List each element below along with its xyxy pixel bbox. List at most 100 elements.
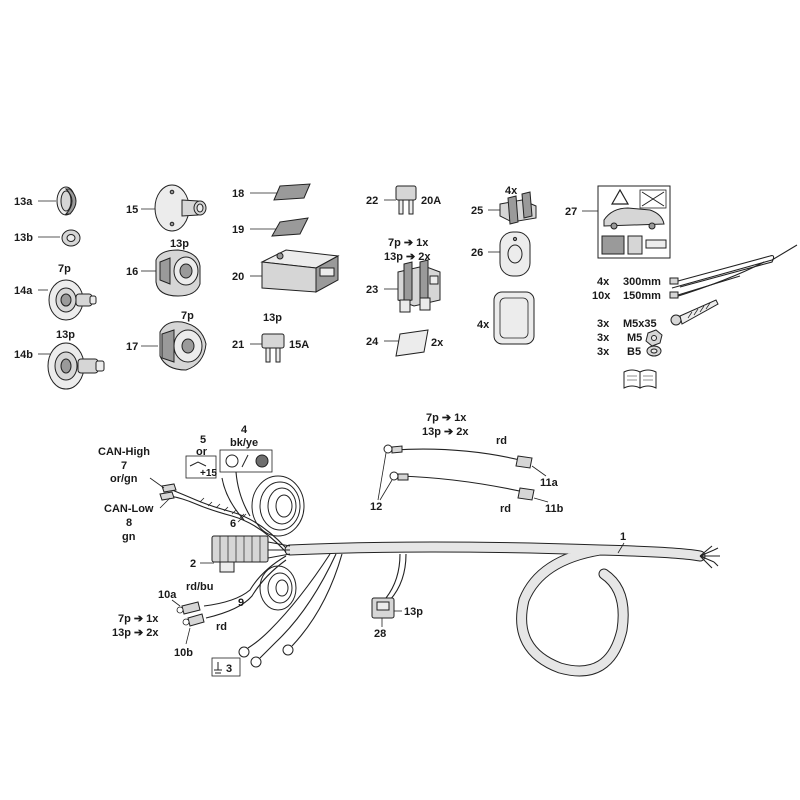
part-24-qty: 2x	[431, 337, 444, 349]
part-17: 7p 17	[126, 310, 207, 371]
part-25-label: 25	[471, 205, 483, 217]
wire-4-label: 4	[241, 424, 248, 436]
foam-pad-qty: 4x	[477, 319, 490, 331]
part-23-label: 23	[366, 284, 378, 296]
part-13b-label: 13b	[14, 232, 33, 244]
cable-pair-11: 7p ➔ 1x 13p ➔ 2x rd rd 11a 11b 12	[370, 412, 564, 515]
hw-row2-spec: 150mm	[623, 290, 661, 302]
twisted-pair-6: 6	[159, 475, 305, 553]
manual-book-icon	[623, 369, 657, 389]
wire-7-color: or/gn	[110, 473, 138, 485]
wire-5-color: or	[196, 446, 208, 458]
part-27-label: 27	[565, 206, 577, 218]
hw-row5-qty: 3x	[597, 346, 610, 358]
terminal-11a-label: 11a	[540, 477, 559, 489]
nut-m5-icon	[645, 329, 663, 347]
hw-row5-spec: B5	[627, 346, 641, 358]
connector-block-2: 2	[190, 535, 291, 573]
ignition-plus-box	[185, 455, 217, 479]
ground-ring-terminals-icon	[238, 644, 294, 668]
cable-tie-300-icon	[669, 255, 775, 288]
wire-4: 4 bk/ye	[219, 424, 273, 517]
part-22: 22 20A	[366, 185, 441, 215]
part-26: 26	[471, 231, 531, 277]
ring-terminal-12b-icon	[389, 471, 409, 481]
ring-terminal-10b-icon	[182, 613, 205, 627]
wire-coil-icon	[251, 475, 305, 537]
control-module-20-icon	[260, 249, 340, 293]
part-19-label: 19	[232, 224, 244, 236]
can-low-label: CAN-Low	[104, 503, 154, 515]
ring-terminal-12a-icon	[383, 444, 403, 454]
main-cable-1: 1	[284, 531, 720, 677]
part-20: 20	[232, 249, 340, 293]
socket-13-pin-icon	[155, 249, 201, 297]
part-21-label: 21	[232, 339, 244, 351]
part-14a: 7p 14a	[14, 263, 97, 321]
wire-9: rd/bu 9 rd	[186, 555, 297, 633]
terminal-12-label: 12	[370, 501, 382, 513]
foam-pad-inner	[499, 297, 529, 339]
part-15: 15	[126, 184, 207, 232]
plug-terminal-11b-icon	[517, 487, 535, 501]
fuse-20a-rating: 20A	[421, 195, 441, 207]
ground-box	[211, 657, 241, 677]
ground-3-label: 3	[226, 663, 232, 675]
part-14b-pins: 13p	[56, 329, 75, 341]
part-25: 4x 25	[471, 185, 537, 225]
can-high-label: CAN-High	[98, 446, 150, 458]
part-18-label: 18	[232, 188, 244, 200]
connector-28-label: 28	[374, 628, 386, 640]
cable-tie-strap-icon	[671, 244, 798, 289]
terminal-10-ratio-13p: 13p ➔ 2x	[112, 627, 159, 639]
part-22-label: 22	[366, 195, 378, 207]
part-16-label: 16	[126, 266, 138, 278]
fuse-15a-rating: 15A	[289, 339, 309, 351]
wire-9-label: 9	[238, 597, 244, 609]
wire-7-label: 7	[121, 460, 127, 472]
part-14b: 13p 14b	[14, 329, 105, 390]
wire-9-color: rd/bu	[186, 581, 214, 593]
fuse-20a-icon	[395, 185, 417, 215]
plug-terminal-11a-icon	[515, 455, 533, 469]
foam-pad-icon	[493, 291, 535, 345]
part-26-label: 26	[471, 247, 483, 259]
can-terminals-icon	[159, 483, 177, 501]
part-25-qty: 4x	[505, 185, 518, 197]
part-23-ratio-7p: 7p ➔ 1x	[388, 237, 429, 249]
ring-terminal-10a-icon	[176, 601, 201, 615]
hw-row3-spec: M5x35	[623, 318, 657, 330]
fog-lamp-icon	[255, 454, 269, 468]
hw-row4-qty: 3x	[597, 332, 610, 344]
label-tag-24-icon	[395, 329, 429, 357]
part-14a-pins: 7p	[58, 263, 71, 275]
pair-11-ratio-7p: 7p ➔ 1x	[426, 412, 467, 424]
cable-tie-150-icon	[669, 275, 741, 299]
part-17-label: 17	[126, 341, 138, 353]
ground-symbol-icon	[214, 662, 222, 674]
part-24-label: 24	[366, 336, 379, 348]
seal-plate-14a-icon	[48, 279, 97, 321]
wire-5-label: 5	[200, 434, 206, 446]
part-16-pins: 13p	[170, 238, 189, 250]
washer-b5-icon	[646, 345, 662, 357]
cable-end-wires-icon	[699, 545, 720, 569]
part-foam-pad: 4x	[477, 291, 535, 345]
key-icon	[189, 461, 207, 467]
part-16: 13p 16	[126, 238, 201, 297]
grommet-13b-icon	[61, 229, 81, 247]
wire-connector-25-icon	[499, 191, 537, 225]
part-23: 7p ➔ 1x 13p ➔ 2x 23	[366, 237, 441, 313]
terminal-10a-label: 10a	[158, 589, 177, 601]
part-13b: 13b	[14, 229, 81, 247]
pair-11a-color: rd	[496, 435, 507, 447]
connector-28-pins: 13p	[404, 606, 423, 618]
sealing-plate-15-icon	[154, 184, 207, 232]
socket-7-pin-icon	[159, 321, 207, 371]
hw-row2-qty: 10x	[592, 290, 611, 302]
cable-1-label: 1	[620, 531, 626, 543]
part-17-pins: 7p	[181, 310, 194, 322]
pair-11-ratio-13p: 13p ➔ 2x	[422, 426, 469, 438]
terminal-10b-label: 10b	[174, 647, 193, 659]
terminal-11b-label: 11b	[545, 503, 564, 515]
